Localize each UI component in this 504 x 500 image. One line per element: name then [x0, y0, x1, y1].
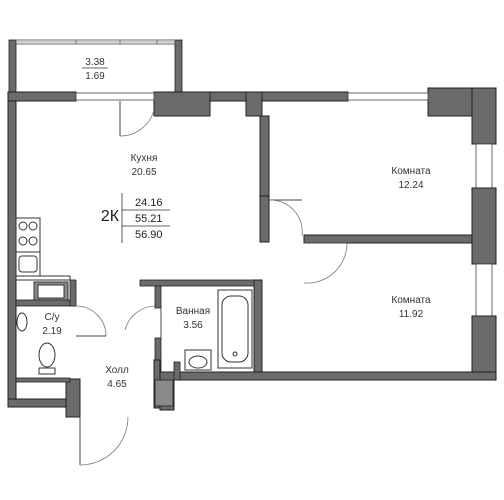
room-top-name: Комната	[391, 166, 431, 177]
doors	[75, 101, 348, 466]
outer-walls	[7, 87, 497, 418]
total-area-with-balcony: 56.90	[135, 229, 163, 241]
balcony-area-reduced: 1.69	[85, 71, 105, 82]
total-area: 55.21	[135, 213, 163, 225]
toilet-icon	[38, 342, 56, 368]
room-bottom-name: Комната	[391, 295, 431, 306]
hall-name: Холл	[105, 365, 129, 376]
toilet-tank	[38, 367, 56, 375]
wc-fixtures	[16, 281, 69, 375]
kitchen-fixtures	[15, 217, 71, 281]
bathroom-area: 3.56	[183, 320, 203, 331]
kitchen-area: 20.65	[131, 167, 156, 178]
bath-fixtures	[184, 289, 253, 371]
wc-sink-icon	[16, 312, 28, 332]
wc-area: 2.19	[42, 326, 62, 337]
bathroom-name: Ванная	[176, 306, 210, 317]
room-top-area: 12.24	[398, 180, 423, 191]
balcony-area-full: 3.38	[85, 57, 105, 68]
room-bottom-area: 11.92	[399, 309, 424, 320]
apartment-summary: 2К 24.16 55.21 56.90	[101, 193, 170, 243]
hall-area: 4.65	[107, 379, 127, 390]
living-area: 24.16	[135, 197, 163, 209]
apartment-type: 2К	[101, 208, 120, 225]
kitchen-name: Кухня	[131, 153, 158, 164]
inner-walls	[15, 115, 473, 409]
balcony	[8, 39, 183, 93]
wc-name: С/у	[45, 312, 60, 323]
